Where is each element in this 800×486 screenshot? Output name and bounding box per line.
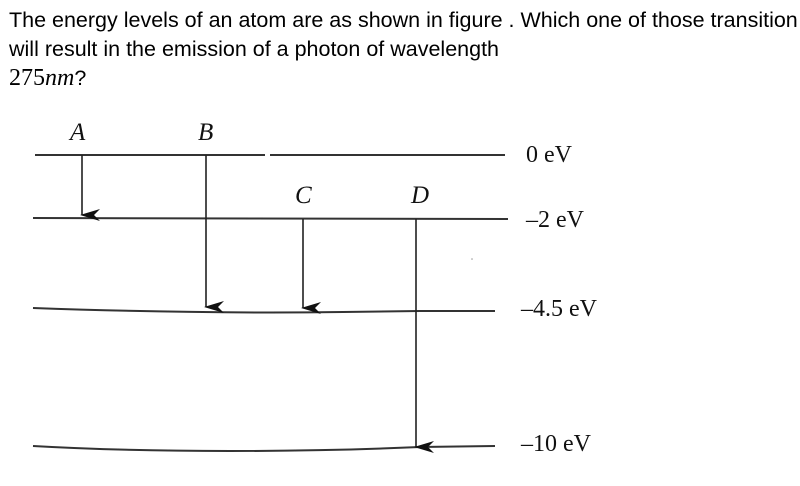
question-text: The energy levels of an atom are as show… bbox=[9, 8, 798, 91]
level-label-0ev: 0 eV bbox=[526, 142, 573, 168]
transition-label-d: D bbox=[410, 182, 429, 209]
level-label-minus10ev: –10 eV bbox=[520, 431, 592, 457]
level-line-minus4-5ev bbox=[32, 307, 495, 314]
transition-label-b: B bbox=[198, 119, 213, 146]
scan-speck bbox=[471, 258, 473, 260]
level-label-minus4-5ev: –4.5 eV bbox=[520, 296, 598, 322]
transition-label-c: C bbox=[295, 182, 312, 209]
level-label-minus2ev: –2 eV bbox=[525, 207, 585, 233]
level-line-minus10ev bbox=[32, 445, 496, 453]
question-body: The energy levels of an atom are as show… bbox=[9, 8, 798, 61]
transition-label-a: A bbox=[68, 119, 86, 146]
level-line-minus2ev bbox=[32, 217, 509, 220]
wavelength-value: 275nm bbox=[9, 65, 75, 91]
